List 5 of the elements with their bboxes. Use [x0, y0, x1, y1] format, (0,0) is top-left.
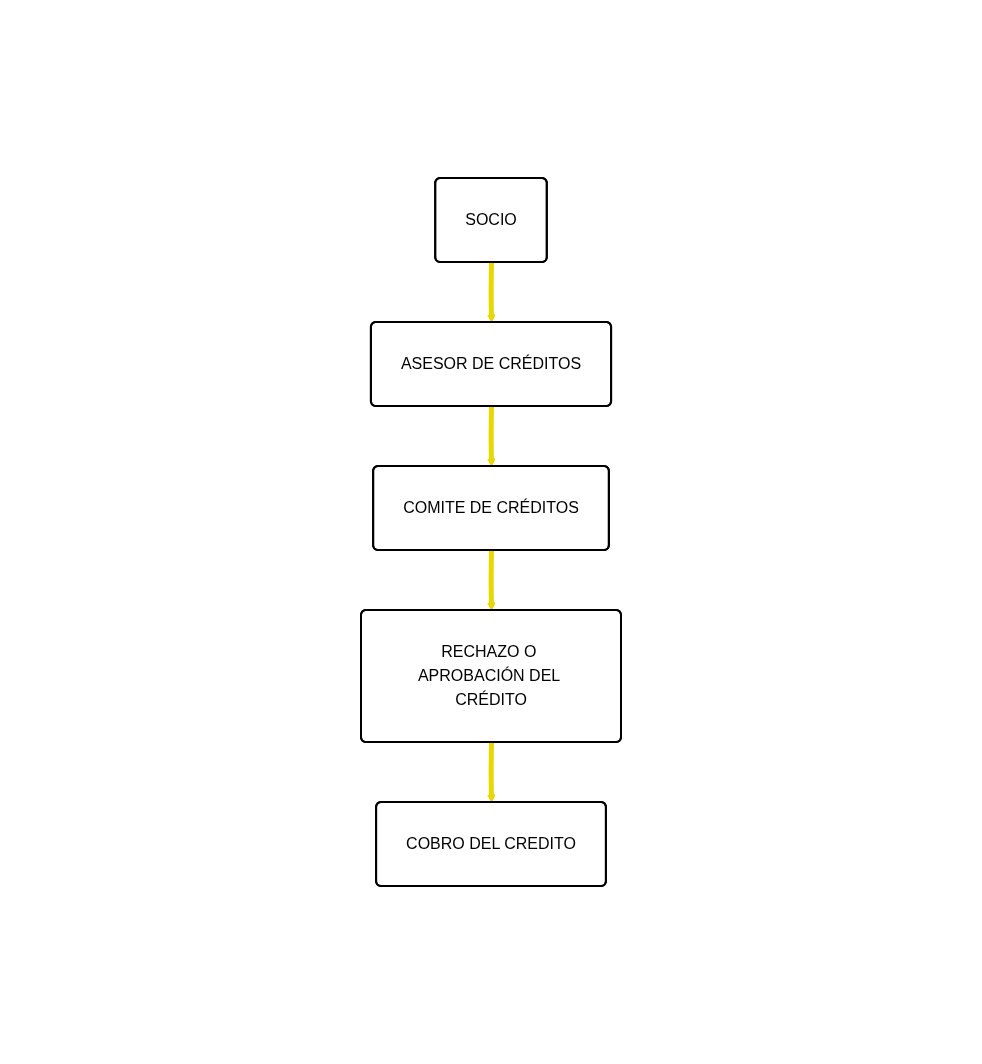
- arrow: [486, 742, 496, 803]
- arrow: [486, 262, 496, 323]
- arrow: [486, 550, 496, 611]
- arrow: [486, 406, 496, 467]
- node-text: RECHAZO O APROBACIÓN DEL CRÉDITO: [417, 643, 560, 708]
